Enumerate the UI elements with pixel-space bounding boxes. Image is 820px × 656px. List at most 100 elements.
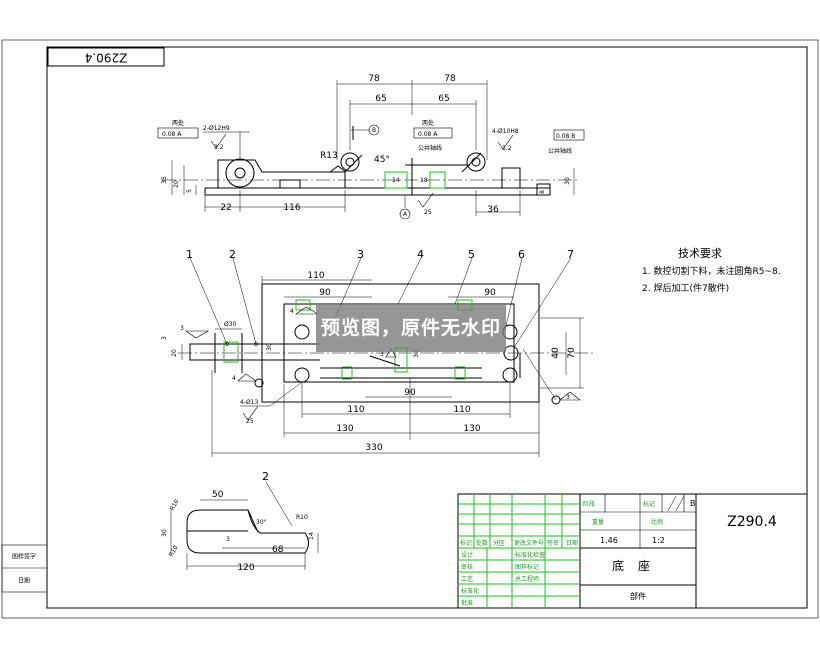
- front-view: 1 2 3 4 5 6 7 110 90 90 Ø30 20 30 3 3 4 …: [161, 248, 595, 457]
- category: 部件: [630, 591, 646, 601]
- dim-116: 116: [283, 203, 300, 213]
- detail-r10-top: R10: [169, 498, 181, 512]
- preview-watermark: 预览图，原件无水印: [316, 305, 506, 352]
- row-standard: 标准化: [461, 587, 479, 595]
- dim-65-left: 65: [375, 94, 386, 104]
- side-signature-table: 图样签字 日期: [1, 544, 48, 593]
- callout-3: 3: [357, 248, 364, 261]
- label-both-left: 两处: [172, 119, 184, 127]
- title-block: Z290.4 底座 部件 阶段 标记 重量 比例 1.46 1:2 B: [457, 493, 808, 609]
- detail-dim-120: 120: [237, 563, 254, 573]
- scale-value: 1:2: [652, 536, 665, 545]
- rev-h-zone: 分区: [493, 539, 505, 547]
- rev-h-date: 日期: [566, 539, 578, 547]
- rev-h-mark: 标记: [460, 539, 472, 547]
- weld-3-left-b: 3: [161, 336, 168, 340]
- inner-border: [46, 46, 808, 609]
- dim-20: 20: [173, 180, 180, 188]
- tol-mid: 0.08 A: [418, 131, 438, 138]
- hdr-weight: 重量: [592, 518, 604, 526]
- outer-border: [1, 39, 819, 619]
- dim-30-front: 30: [266, 343, 273, 351]
- dim-phi30: Ø30: [224, 321, 237, 328]
- dim-45deg: 45°: [374, 155, 390, 165]
- dim-90-right: 90: [484, 288, 496, 298]
- rotated-drawing-number: Z290.4: [85, 51, 128, 65]
- dim-90-left: 90: [319, 288, 331, 298]
- weld-3-left: 3: [180, 325, 184, 332]
- detail-r10-bottom: R10: [168, 544, 180, 558]
- mid-row-3: 总工程师: [515, 575, 539, 583]
- dim-65-right: 65: [438, 94, 449, 104]
- dim-4-holes: 4-Ø13: [240, 399, 259, 406]
- rotated-number-box: Z290.4: [47, 47, 165, 67]
- detail-dim-50: 50: [212, 490, 224, 500]
- datum-b: B: [372, 127, 376, 134]
- dim-330: 330: [365, 443, 382, 453]
- drawing-number: Z290.4: [727, 514, 777, 530]
- dim-78-right: 78: [444, 74, 456, 84]
- dim-18: 18: [420, 177, 428, 184]
- datum-a: A: [403, 211, 408, 218]
- tol-left: 0.08 A: [162, 131, 182, 138]
- detail-dim-68: 68: [272, 545, 284, 555]
- row-design: 设计: [461, 551, 473, 559]
- date-label: 日期: [18, 577, 30, 585]
- weld-3-mid: 3: [380, 351, 384, 358]
- tech-req-item-1: 1. 数控切割下料，未注圆角R5~8.: [642, 265, 781, 277]
- callout-5: 5: [468, 248, 475, 261]
- callout-7: 7: [567, 248, 574, 261]
- tech-req-item-2: 2. 焊后加工(件7散件): [642, 282, 729, 294]
- callout-4: 4: [417, 248, 424, 261]
- detail-part-2: 2 50 R10 R10 R10 30° 30 14 3 68 120: [161, 470, 319, 573]
- technical-requirements: 技术要求 1. 数控切割下料，未注圆角R5~8. 2. 焊后加工(件7散件): [642, 247, 781, 294]
- dim-8-top: 8: [539, 190, 546, 194]
- axis-right: 公共轴线: [548, 147, 572, 155]
- dim-30-mid: 30: [413, 350, 420, 358]
- hdr-mark: 标记: [643, 500, 655, 508]
- hdr-stage: 阶段: [583, 500, 595, 508]
- detail-r10-right: R10: [296, 514, 308, 521]
- tech-req-title: 技术要求: [678, 247, 722, 260]
- dim-110-left: 110: [347, 405, 364, 415]
- tol-right: 0.08 B: [556, 133, 575, 140]
- row-process: 工艺: [461, 575, 473, 583]
- dim-40: 40: [551, 347, 561, 359]
- dim-35: 35: [161, 176, 168, 184]
- hdr-scale: 比例: [651, 518, 663, 526]
- mid-row-2: 图样标记: [515, 563, 539, 571]
- dim-130-right: 130: [463, 424, 480, 434]
- label-both-mid: 两处: [422, 119, 434, 127]
- dim-78-left: 78: [368, 74, 380, 84]
- dim-20-front: 20: [171, 349, 178, 357]
- weld-3-right: 3: [566, 394, 570, 401]
- callout-1: 1: [186, 248, 193, 261]
- axis-mid: 公共轴线: [418, 144, 442, 152]
- part-name: 底座: [612, 558, 664, 573]
- dim-22: 22: [220, 203, 231, 213]
- rough-left: 3.2: [214, 144, 224, 151]
- top-view: 78 78 65 65 两处 0.08 A 2-Ø12H9 3.2 B 两处 0…: [157, 74, 585, 220]
- callout-6: 6: [518, 248, 525, 261]
- dim-r13: R13: [320, 151, 338, 161]
- detail-dim-3: 3: [226, 536, 230, 543]
- detail-dim-30: 30: [161, 529, 168, 537]
- dim-5: 5: [186, 189, 193, 193]
- rough-25-front: 25: [246, 418, 254, 425]
- rough-right: 3.2: [502, 145, 512, 152]
- mid-row-1: 标准化检查: [515, 551, 545, 559]
- dim-70: 70: [567, 347, 577, 359]
- weight-value: 1.46: [600, 536, 618, 545]
- dim-110-top: 110: [307, 271, 324, 281]
- sign-label: 图样签字: [12, 553, 36, 561]
- rough-bottom: 25: [424, 209, 432, 216]
- dim-130-left: 130: [336, 424, 353, 434]
- row-approve: 批准: [461, 599, 473, 607]
- detail-30deg: 30°: [256, 519, 267, 526]
- weld-4-top: 4: [290, 308, 294, 315]
- detail-dim-14: 14: [308, 532, 315, 540]
- detail-callout-2: 2: [262, 470, 269, 483]
- hole-left: 2-Ø12H9: [203, 125, 230, 132]
- rev-h-doc: 更改文件号: [514, 539, 544, 547]
